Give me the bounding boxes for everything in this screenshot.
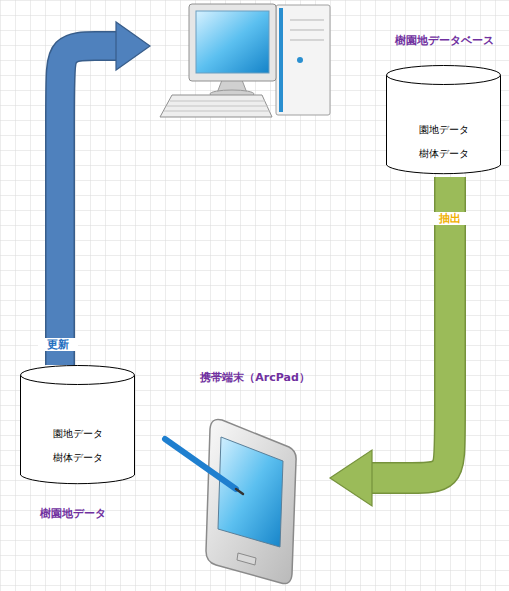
device-title: 携帯端末（ArcPad） [175,371,335,384]
device-screen [218,437,283,547]
monitor-frame [189,4,276,81]
tower-stripe [279,8,283,112]
stylus-pen [165,439,236,489]
computer-node [150,0,336,125]
mobile-illustration [165,419,296,583]
edge-label: 抽出 [428,212,472,225]
drive-slot [290,40,324,41]
database-title: 樹園地データ [14,507,132,520]
device-button [237,553,256,565]
arrow-head [116,22,150,70]
drive-slot [290,30,324,31]
cylinder-text: 園地データ [386,124,501,136]
drive-slot [290,20,324,21]
stylus-tip [236,489,243,494]
database-cylinder: 園地データ樹体データ樹園地データ [18,365,136,525]
computer-illustration [160,4,330,117]
database-cylinder: 樹園地データベース園地データ樹体データ [382,32,506,177]
cylinder-top [21,366,135,385]
arrow-shaft [60,46,118,365]
edge-label: 更新 [38,338,78,351]
keyboard [160,95,272,117]
cylinder-body [387,75,501,174]
monitor-screen [196,11,269,73]
block-arrow [330,177,450,506]
database-title: 樹園地データベース [382,34,506,47]
cylinder-text: 園地データ [20,428,135,440]
keyboard-keys [164,101,270,111]
arrow-shaft-outline [60,46,118,365]
cylinder-text: 樹体データ [20,452,135,464]
power-button [297,57,303,63]
cylinder-outline [20,365,135,485]
pc-tower [276,5,330,115]
device-body [206,419,296,583]
cylinder-body [21,375,135,484]
cylinder-text: 樹体データ [386,148,501,160]
block-arrow [60,22,150,365]
mobile-device-node: 携帯端末（ArcPad） [160,368,330,588]
arrow-head [330,450,372,506]
cylinder-top [387,66,501,85]
